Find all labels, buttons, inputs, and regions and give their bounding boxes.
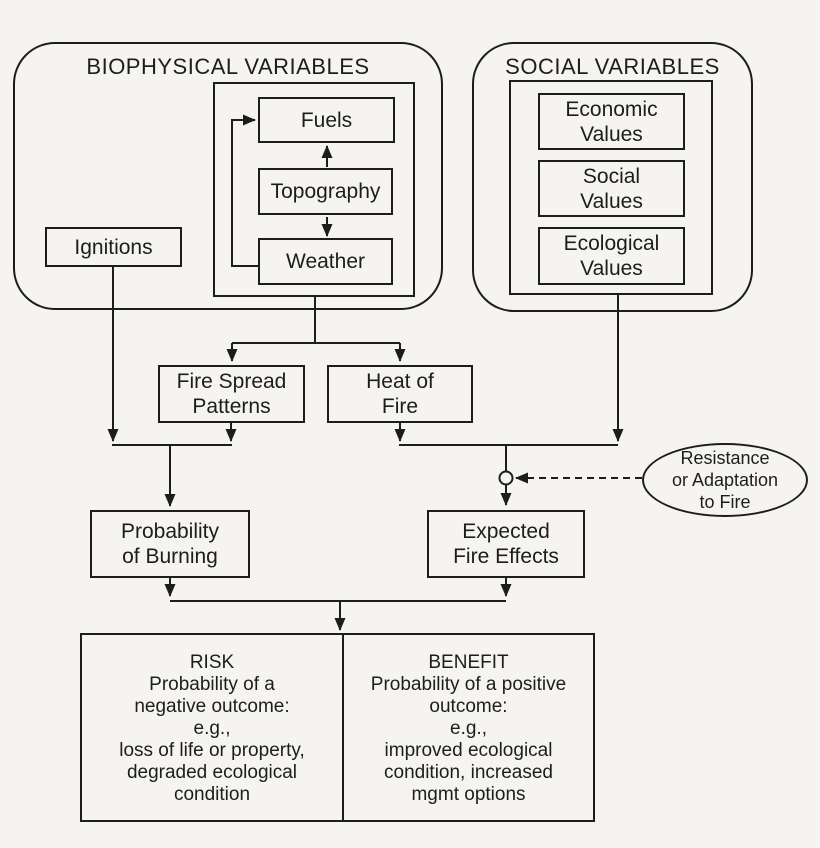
weather-node: Weather xyxy=(258,238,393,285)
fire-spread-patterns-label: Fire Spread Patterns xyxy=(176,370,287,418)
probability-of-burning-label: Probability of Burning xyxy=(120,520,220,568)
resistance-adaptation-ellipse: Resistance or Adaptation to Fire xyxy=(642,443,808,517)
social-inner-rect xyxy=(509,80,713,295)
junction-circle xyxy=(498,470,514,486)
fuels-node: Fuels xyxy=(258,97,395,143)
ecological-values-label: Ecological Values xyxy=(563,232,660,280)
topography-node: Topography xyxy=(258,168,393,215)
expected-fire-effects-label: Expected Fire Effects xyxy=(453,520,559,568)
risk-body: Probability of a negative outcome: e.g.,… xyxy=(119,674,305,805)
biophysical-variables-group: BIOPHYSICAL VARIABLES xyxy=(13,42,443,310)
outcome-box: RISK Probability of a negative outcome: … xyxy=(80,633,595,822)
probability-of-burning-node: Probability of Burning xyxy=(90,510,250,578)
ignitions-label: Ignitions xyxy=(74,235,153,259)
ignitions-node: Ignitions xyxy=(45,227,182,267)
expected-fire-effects-node: Expected Fire Effects xyxy=(427,510,585,578)
arrow-weather-loop-to-fuels xyxy=(231,114,258,267)
benefit-cell: BENEFIT Probability of a positive outcom… xyxy=(344,635,593,820)
topography-label: Topography xyxy=(270,180,381,203)
risk-cell: RISK Probability of a negative outcome: … xyxy=(82,635,344,820)
social-group-title: SOCIAL VARIABLES xyxy=(505,54,720,79)
weather-label: Weather xyxy=(286,250,365,273)
benefit-heading: BENEFIT xyxy=(428,652,509,673)
social-values-label: Social Values xyxy=(580,164,643,213)
risk-heading: RISK xyxy=(189,652,235,673)
fire-spread-patterns-node: Fire Spread Patterns xyxy=(158,365,305,423)
biophysical-group-title: BIOPHYSICAL VARIABLES xyxy=(86,54,370,79)
benefit-body: Probability of a positive outcome: e.g.,… xyxy=(370,674,567,805)
heat-of-fire-node: Heat of Fire xyxy=(327,365,473,423)
social-values-node: Social Values xyxy=(538,160,685,217)
economic-values-label: Economic Values xyxy=(565,97,658,146)
biophysical-inner-rect xyxy=(213,82,415,297)
heat-of-fire-label: Heat of Fire xyxy=(366,370,434,418)
ecological-values-node: Ecological Values xyxy=(538,227,685,285)
social-variables-group: SOCIAL VARIABLES xyxy=(472,42,753,312)
resistance-adaptation-label: Resistance or Adaptation to Fire xyxy=(671,448,779,512)
fuels-label: Fuels xyxy=(300,108,353,132)
economic-values-node: Economic Values xyxy=(538,93,685,150)
